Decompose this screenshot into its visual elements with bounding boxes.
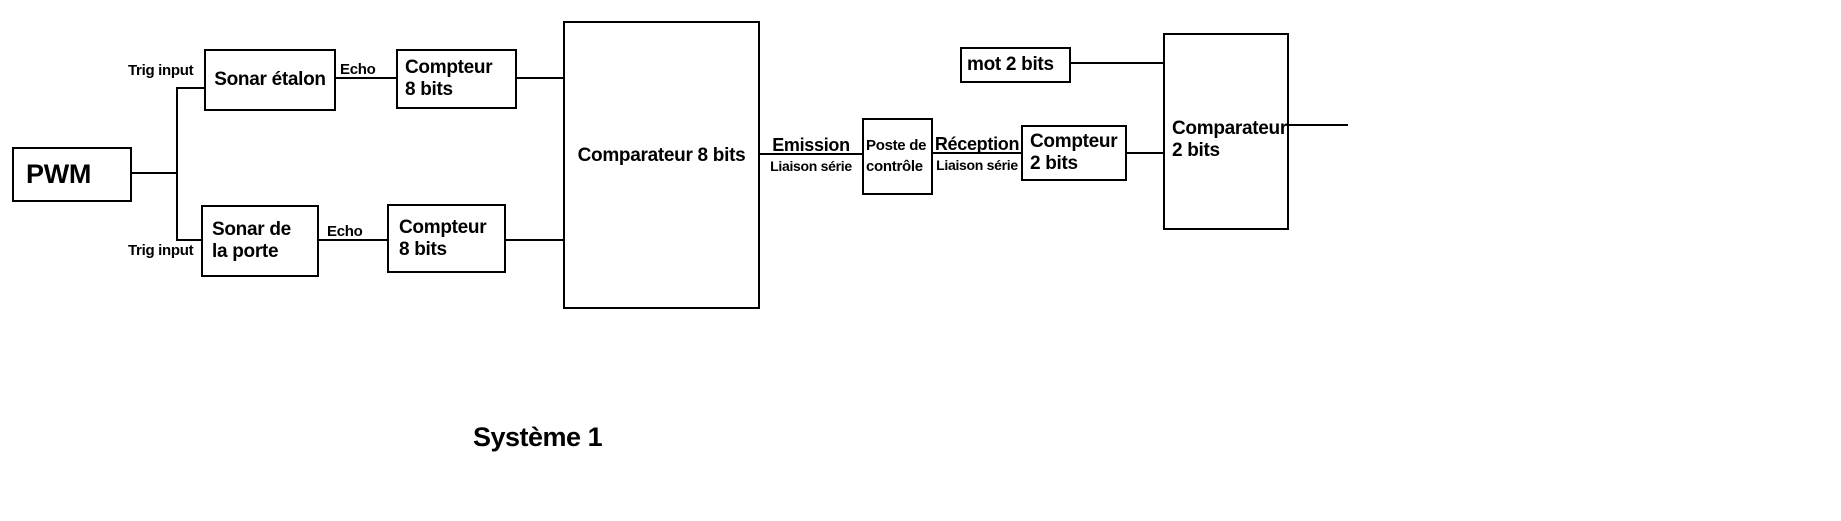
connector-pwm-out (132, 172, 178, 174)
connector-compteur2-to-comparateur2 (1127, 152, 1163, 154)
trig-input-top-label: Trig input (128, 62, 194, 79)
mot-2bits-label: mot 2 bits (967, 54, 1054, 76)
sonar-etalon-box: Sonar étalon (204, 49, 336, 111)
reception-liaison-serie-label: Liaison série (936, 157, 1018, 173)
comparateur-8bits-box: Comparateur 8 bits (563, 21, 760, 309)
compteur-8bits-top-line2: 8 bits (405, 79, 453, 100)
comparateur-2bits-line2: 2 bits (1172, 139, 1220, 161)
connector-echo-top (336, 77, 396, 79)
pwm-box: PWM (12, 147, 132, 202)
pwm-label: PWM (26, 158, 92, 189)
compteur-8bits-bottom-line2: 8 bits (399, 238, 447, 260)
connector-emission (760, 153, 862, 155)
sonar-porte-box: Sonar de la porte (201, 205, 319, 277)
connector-branch-top (176, 87, 204, 89)
compteur-8bits-bottom-line1: Compteur (399, 216, 487, 238)
connector-compteur8-bottom-to-comparateur (506, 239, 563, 241)
connector-branch-vertical (176, 87, 178, 241)
sonar-etalon-label: Sonar étalon (214, 69, 326, 91)
sonar-porte-line1: Sonar de (212, 219, 291, 241)
connector-echo-bottom (319, 239, 387, 241)
compteur-2bits-box: Compteur 2 bits (1021, 125, 1127, 181)
sonar-porte-line2: la porte (212, 241, 279, 262)
reception-label: Réception (934, 134, 1020, 154)
compteur-8bits-top-line1: Compteur (405, 57, 493, 79)
diagram-caption: Système 1 (473, 422, 603, 452)
emission-label: Emission (772, 135, 850, 155)
connector-mot2-to-comparateur2 (1071, 62, 1163, 64)
poste-controle-line1: Poste de (866, 137, 927, 155)
comparateur-2bits-line1: Comparateur (1172, 117, 1287, 139)
connector-compteur8-top-to-comparateur (517, 77, 563, 79)
connector-branch-bottom (176, 239, 201, 241)
echo-bottom-label: Echo (327, 223, 363, 240)
connector-comparateur2-output (1289, 124, 1348, 126)
compteur-2bits-line1: Compteur (1030, 131, 1118, 153)
mot-2bits-box: mot 2 bits (960, 47, 1071, 83)
compteur-8bits-bottom-box: Compteur 8 bits (387, 204, 506, 273)
compteur-2bits-line2: 2 bits (1030, 153, 1078, 174)
poste-controle-line2: contrôle (866, 157, 923, 175)
comparateur-8bits-label: Comparateur 8 bits (577, 145, 746, 167)
comparateur-2bits-box: Comparateur 2 bits (1163, 33, 1289, 230)
emission-liaison-serie-label: Liaison série (770, 158, 852, 174)
connector-reception (933, 152, 1021, 154)
echo-top-label: Echo (340, 61, 376, 78)
poste-controle-box: Poste de contrôle (862, 118, 933, 195)
trig-input-bottom-label: Trig input (128, 242, 194, 259)
compteur-8bits-top-box: Compteur 8 bits (396, 49, 517, 109)
